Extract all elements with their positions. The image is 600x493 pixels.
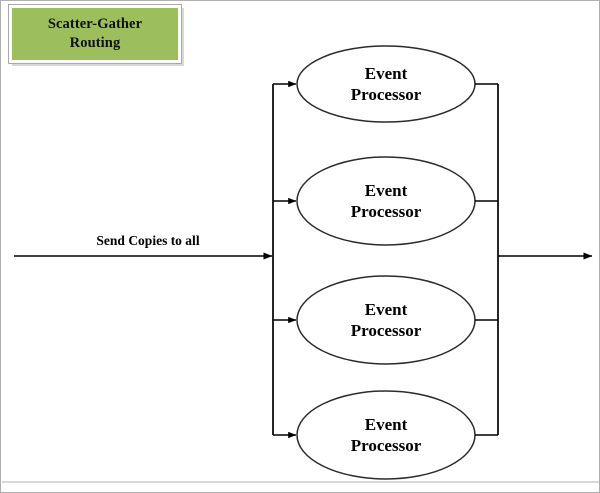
gather-branch-lines [475, 83, 498, 436]
event-processor-node-1 [296, 45, 476, 123]
event-processor-nodes [296, 45, 476, 480]
event-processor-node-3 [296, 275, 476, 365]
send-copies-label: Send Copies to all [96, 233, 200, 248]
scatter-branch-arrows [273, 80, 297, 439]
event-processor-node-2 [296, 156, 476, 246]
scatter-gather-title-text: Scatter-Gather Routing [47, 15, 143, 51]
event-processor-node-4 [296, 390, 476, 480]
scatter-gather-title-badge: Scatter-Gather Routing [8, 4, 182, 64]
